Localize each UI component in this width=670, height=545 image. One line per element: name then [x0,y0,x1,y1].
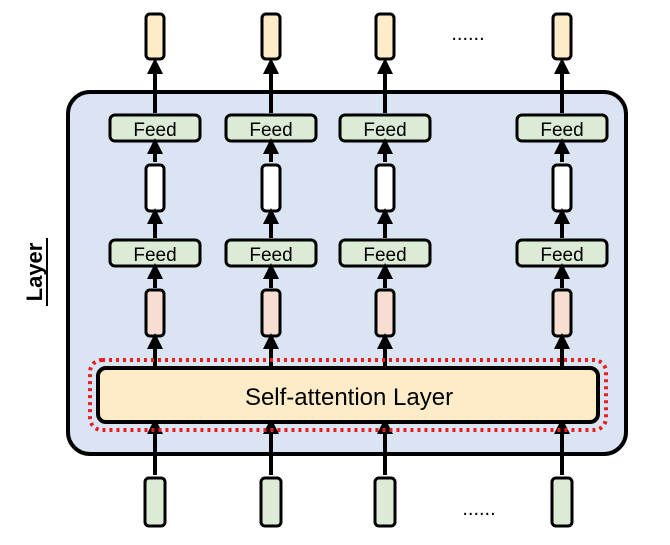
hidden-token [260,163,282,213]
top-ellipsis: ...... [451,23,484,45]
output-token [144,12,166,61]
feed-label-lower: Feed [540,245,583,266]
attention-output-token [374,288,396,338]
feed-label-lower: Feed [133,245,176,266]
feed-label-upper: Feed [540,120,583,141]
feed-label-upper: Feed [363,120,406,141]
self-attention-label: Self-attention Layer [245,384,453,411]
self-attention-highlight [88,358,608,432]
output-token [374,12,396,61]
input-token [550,476,574,528]
hidden-token [144,163,166,213]
hidden-token [551,163,573,213]
feed-label-lower: Feed [249,245,292,266]
input-token [259,476,283,528]
self-attention-layer: Self-attention Layer [96,366,600,424]
hidden-token [374,163,396,213]
feed-label-upper: Feed [249,120,292,141]
layer-side-label: Layer [22,238,48,306]
output-token [260,12,282,61]
attention-output-token [551,288,573,338]
layer-container [66,90,628,456]
feed-label-upper: Feed [133,120,176,141]
svg-text:Layer: Layer [22,242,47,301]
attention-output-token [144,288,166,338]
feed-label-lower: Feed [363,245,406,266]
bottom-ellipsis: ...... [462,498,495,520]
attention-output-token [260,288,282,338]
output-token [551,12,573,61]
input-token [373,476,397,528]
input-token [143,476,167,528]
